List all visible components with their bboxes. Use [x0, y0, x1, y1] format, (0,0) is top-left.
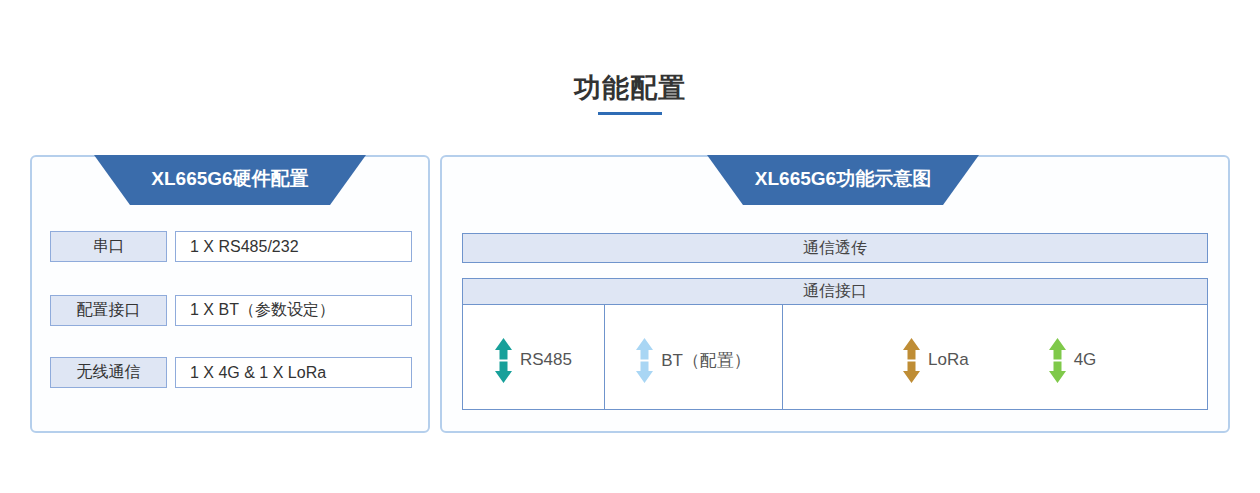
hardware-row-wireless: 无线通信 1 X 4G & 1 X LoRa [50, 357, 412, 388]
hardware-row-value: 1 X 4G & 1 X LoRa [175, 357, 412, 388]
double-vertical-arrow-icon [903, 338, 920, 383]
double-vertical-arrow-icon [636, 338, 653, 383]
hardware-row-config-port: 配置接口 1 X BT（参数设定） [50, 295, 412, 326]
page-header: 功能配置 [0, 70, 1260, 115]
hardware-config-panel: XL665G6硬件配置 串口 1 X RS485/232 配置接口 1 X BT… [30, 155, 430, 433]
double-vertical-arrow-icon [495, 338, 512, 383]
hardware-row-value: 1 X BT（参数设定） [175, 295, 412, 326]
hardware-row-label: 无线通信 [50, 357, 167, 388]
comm-interface-body: RS485 BT（配置） [462, 305, 1208, 410]
interface-label: BT（配置） [661, 349, 751, 372]
interface-cell-bt: BT（配置） [605, 305, 783, 409]
hardware-row-value: 1 X RS485/232 [175, 231, 412, 262]
interface-cell-rs485: RS485 [463, 305, 605, 409]
page-title: 功能配置 [0, 70, 1260, 106]
comm-interface-section: 通信接口 RS485 [462, 278, 1208, 410]
hardware-panel-banner: XL665G6硬件配置 [94, 155, 366, 205]
interface-label: 4G [1074, 350, 1097, 370]
hardware-row-label: 串口 [50, 231, 167, 262]
function-diagram-panel: XL665G6功能示意图 通信透传 通信接口 RS485 [440, 155, 1230, 433]
interface-label: RS485 [520, 350, 572, 370]
interface-group-lora: LoRa [903, 338, 969, 383]
comm-passthrough-bar: 通信透传 [462, 233, 1208, 263]
comm-interface-header: 通信接口 [462, 278, 1208, 305]
title-underline [598, 112, 662, 115]
function-panel-banner: XL665G6功能示意图 [707, 155, 979, 205]
hardware-row-serial: 串口 1 X RS485/232 [50, 231, 412, 262]
double-vertical-arrow-icon [1049, 338, 1066, 383]
hardware-row-label: 配置接口 [50, 295, 167, 326]
interface-cell-wireless: LoRa 4G [783, 305, 1207, 409]
interface-label: LoRa [928, 350, 969, 370]
interface-group-4g: 4G [1049, 338, 1097, 383]
